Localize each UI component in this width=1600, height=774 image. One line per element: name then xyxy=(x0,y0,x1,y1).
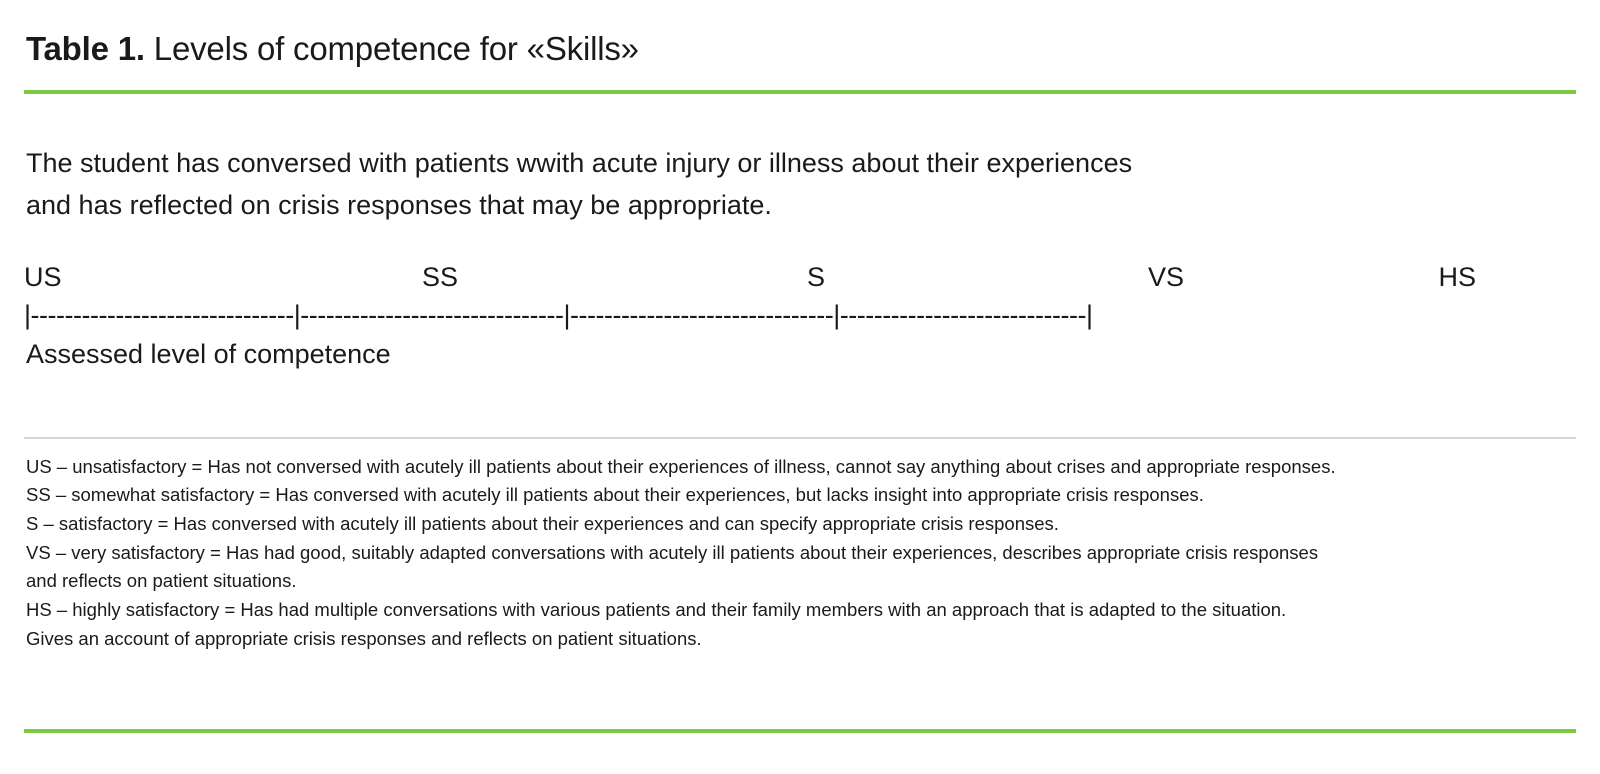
title-block: Table 1. Levels of competence for «Skill… xyxy=(24,0,1576,68)
table-title-text: Levels of competence for «Skills» xyxy=(144,30,639,67)
legend-line-hs-cont: Gives an account of appropriate crisis r… xyxy=(26,627,702,649)
legend-line-s: S – satisfactory = Has conversed with ac… xyxy=(26,512,1059,534)
statement-line-2: and has reflected on crisis responses th… xyxy=(26,190,772,221)
legend-line-vs: VS – very satisfactory = Has had good, s… xyxy=(26,541,1319,563)
scale-ruler-line[interactable]: |-------------------------------|-------… xyxy=(24,300,1093,331)
table-number-label: Table 1. xyxy=(26,30,145,67)
scale-label-us: US xyxy=(24,262,62,293)
scale-label-s: S xyxy=(807,262,826,293)
statement-line-1: The student has conversed with patients … xyxy=(26,147,1133,178)
scale-label-ss: SS xyxy=(422,262,459,293)
legend-block: US – unsatisfactory = Has not conversed … xyxy=(24,453,1576,654)
scale-label-vs: VS xyxy=(1148,262,1185,293)
legend-line-ss: SS – somewhat satisfactory = Has convers… xyxy=(26,484,1204,506)
legend-line-us: US – unsatisfactory = Has not conversed … xyxy=(26,455,1336,477)
assessed-level-caption: Assessed level of competence xyxy=(26,339,391,370)
bottom-accent-rule xyxy=(24,729,1576,733)
scale-label-hs: HS xyxy=(1438,262,1476,293)
competence-statement: The student has conversed with patients … xyxy=(24,142,1446,226)
legend-line-vs-cont: and reflects on patient situations. xyxy=(26,570,297,592)
legend-separator-rule xyxy=(24,436,1576,439)
top-accent-rule xyxy=(24,89,1576,94)
scale-label-row: US SS S VS HS xyxy=(24,260,1576,294)
legend-line-hs: HS – highly satisfactory = Has had multi… xyxy=(26,598,1287,620)
competence-scale: US SS S VS HS |-------------------------… xyxy=(24,260,1576,370)
page-title: Table 1. Levels of competence for «Skill… xyxy=(26,30,1576,68)
